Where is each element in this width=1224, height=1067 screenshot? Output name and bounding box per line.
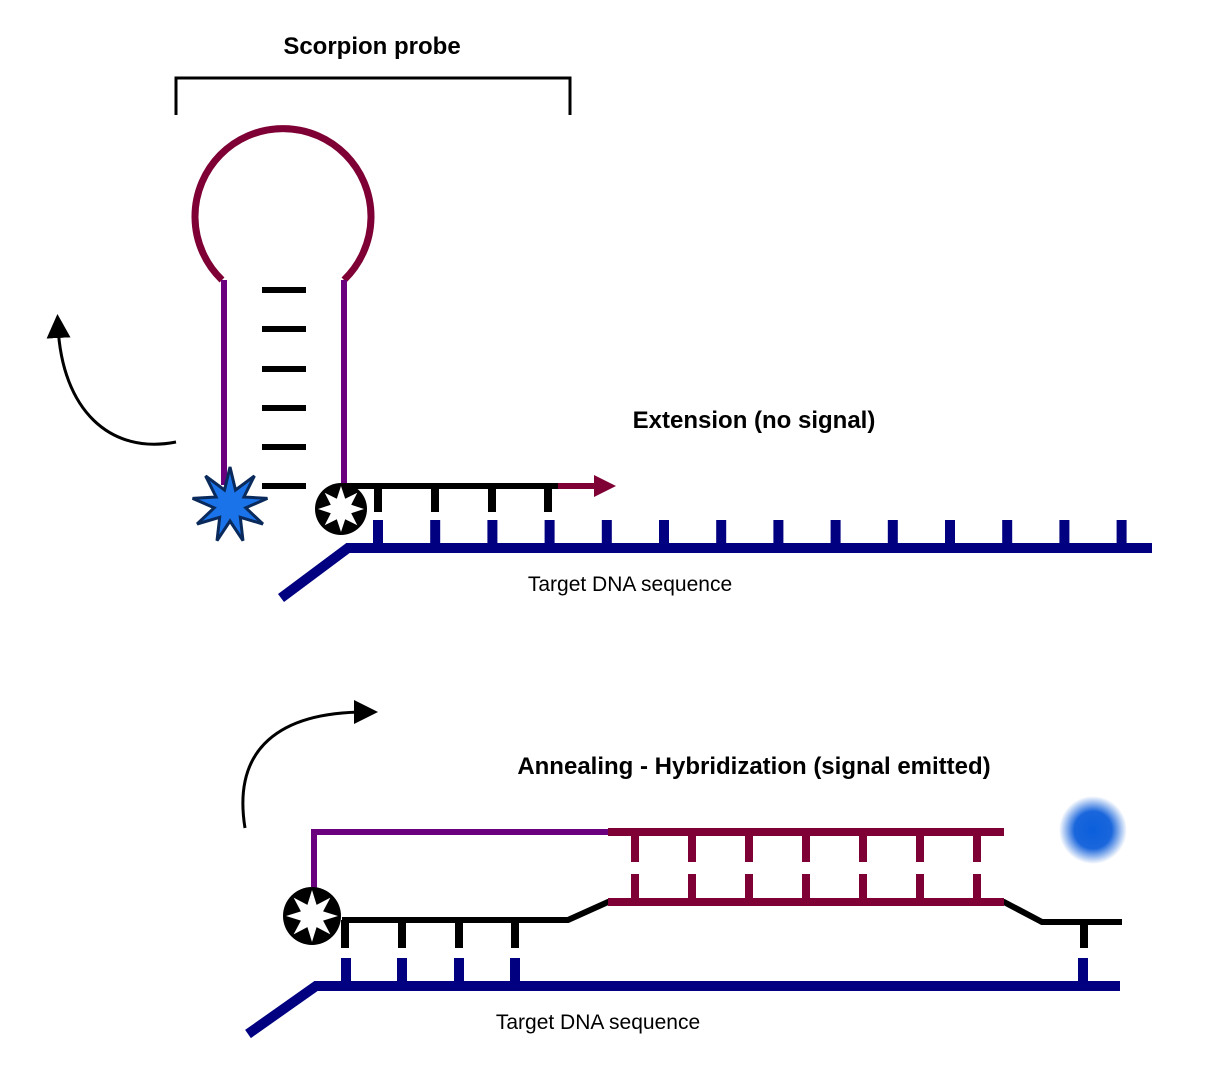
extension-step-label: Extension (no signal) [633,407,876,434]
target-base-tick [945,520,955,548]
probe-bracket [174,76,572,115]
curved-arrow-icon [241,700,378,829]
probe-base-pair [631,874,639,902]
probe-stem-strand [311,829,610,890]
fluorophore-icon [192,466,268,542]
stem-pair [262,366,306,372]
probe-target-pairs [631,836,981,902]
target-label-top: Target DNA sequence [528,573,732,596]
target-base-tick [1059,520,1070,548]
target-ticks [341,958,1088,986]
curved-arrow-icon [46,314,177,446]
fluorescence-glow-icon [1059,796,1127,864]
probe-base-pair [631,836,639,862]
probe-base-pair [802,874,810,902]
stem-pair [262,483,306,489]
annealing-step-label: Annealing - Hybridization (signal emitte… [517,753,990,780]
stem-pair [262,405,306,411]
probe-base-pair [859,836,867,862]
probe-base-pair [973,836,981,862]
primer-ticks [341,920,1088,948]
quencher-icon [283,887,341,945]
bottom-panel: Annealing - Hybridization (signal emitte… [241,700,1127,1039]
target-base-tick [430,520,441,548]
target-base-tick [830,520,841,548]
target-base-tick [887,520,898,548]
stem-pair [262,287,306,293]
target-base-tick [544,520,555,548]
target-ticks [373,520,1127,548]
target-base-tick [1002,520,1013,548]
target-base-tick [773,520,784,548]
target-base-tick [1116,520,1127,548]
target-strand [278,543,1152,603]
probe-base-pair [859,874,867,902]
target-base-tick [601,520,612,548]
target-label-bottom: Target DNA sequence [496,1011,700,1034]
probe-base-pair [688,874,696,902]
top-panel: Extension (no signal) Target DNA sequenc… [46,125,1152,603]
hairpin-loop [191,125,375,283]
probe-base-pair [745,874,753,902]
title-label: Scorpion probe [283,33,460,60]
stem-pair [262,326,306,332]
probe-base-pair [973,874,981,902]
target-base-tick [659,520,669,548]
primer-ticks [374,486,552,512]
quencher-icon [315,483,367,535]
target-strand [245,981,1120,1039]
probe-base-pair [802,836,810,862]
probe-base-pair [916,874,924,902]
stem-base-pairs [262,287,306,489]
stem-pair [262,444,306,450]
probe-base-pair [916,836,924,862]
target-base-tick [487,520,498,548]
probe-base-pair [745,836,753,862]
target-base-tick [373,520,383,548]
probe-base-pair [688,836,696,862]
extension-arrow-icon [594,475,616,497]
target-base-tick [716,520,727,548]
